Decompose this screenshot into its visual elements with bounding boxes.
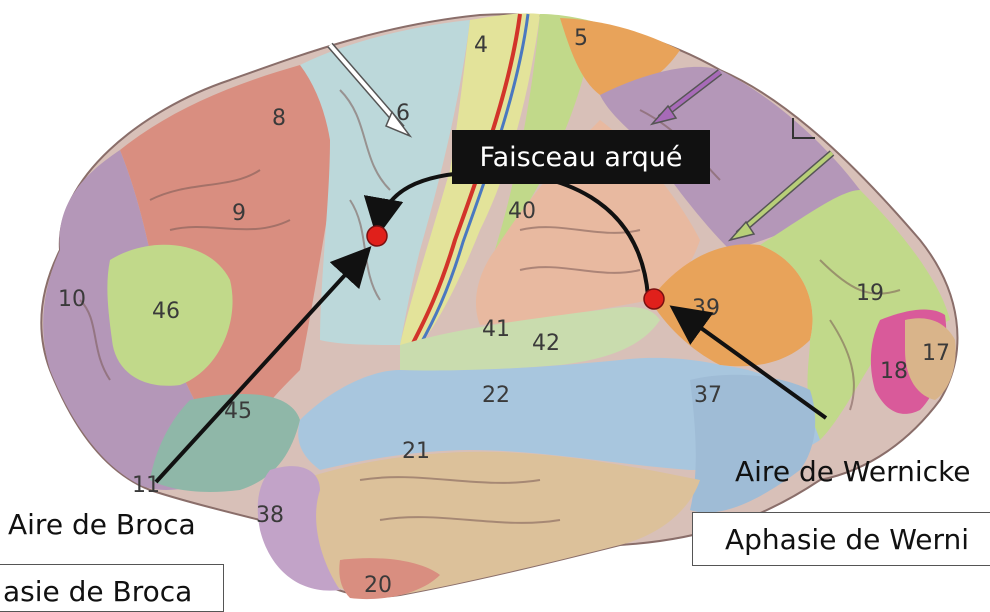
area-label: 18 <box>880 359 908 384</box>
broca-marker <box>366 225 388 247</box>
area-label: 21 <box>402 439 430 464</box>
area-label: 20 <box>364 573 392 598</box>
corner-bracket <box>792 118 815 139</box>
wernicke-aphasia-box: Aphasie de Werni <box>692 512 990 566</box>
area-label: 5 <box>574 26 588 51</box>
area-label: 11 <box>132 473 160 498</box>
wernicke-marker <box>643 288 665 310</box>
area-label: 17 <box>922 341 950 366</box>
wernicke-area-label: Aire de Wernicke <box>735 455 971 488</box>
broca-aphasia-box: asie de Broca <box>0 564 224 612</box>
area-label: 6 <box>396 101 410 126</box>
broca-area-label: Aire de Broca <box>8 508 196 541</box>
faisceau-arque-label: Faisceau arqué <box>452 130 710 184</box>
white-pointer-arrow <box>327 42 413 138</box>
area-label: 38 <box>256 503 284 528</box>
area-label: 39 <box>692 296 720 321</box>
area-label: 37 <box>694 383 722 408</box>
area-label: 9 <box>232 201 246 226</box>
wernicke-arrow <box>669 305 828 420</box>
area-label: 42 <box>532 331 560 356</box>
area-label: 4 <box>474 33 488 58</box>
area-label: 46 <box>152 299 180 324</box>
area-label: 40 <box>508 199 536 224</box>
purple-pointer-arrow <box>649 69 723 126</box>
broca-arrow <box>154 246 372 484</box>
green-pointer-arrow <box>727 150 835 242</box>
area-label: 10 <box>58 287 86 312</box>
area-label: 19 <box>856 281 884 306</box>
area-label: 8 <box>272 106 286 131</box>
area-label: 22 <box>482 383 510 408</box>
area-label: 41 <box>482 317 510 342</box>
